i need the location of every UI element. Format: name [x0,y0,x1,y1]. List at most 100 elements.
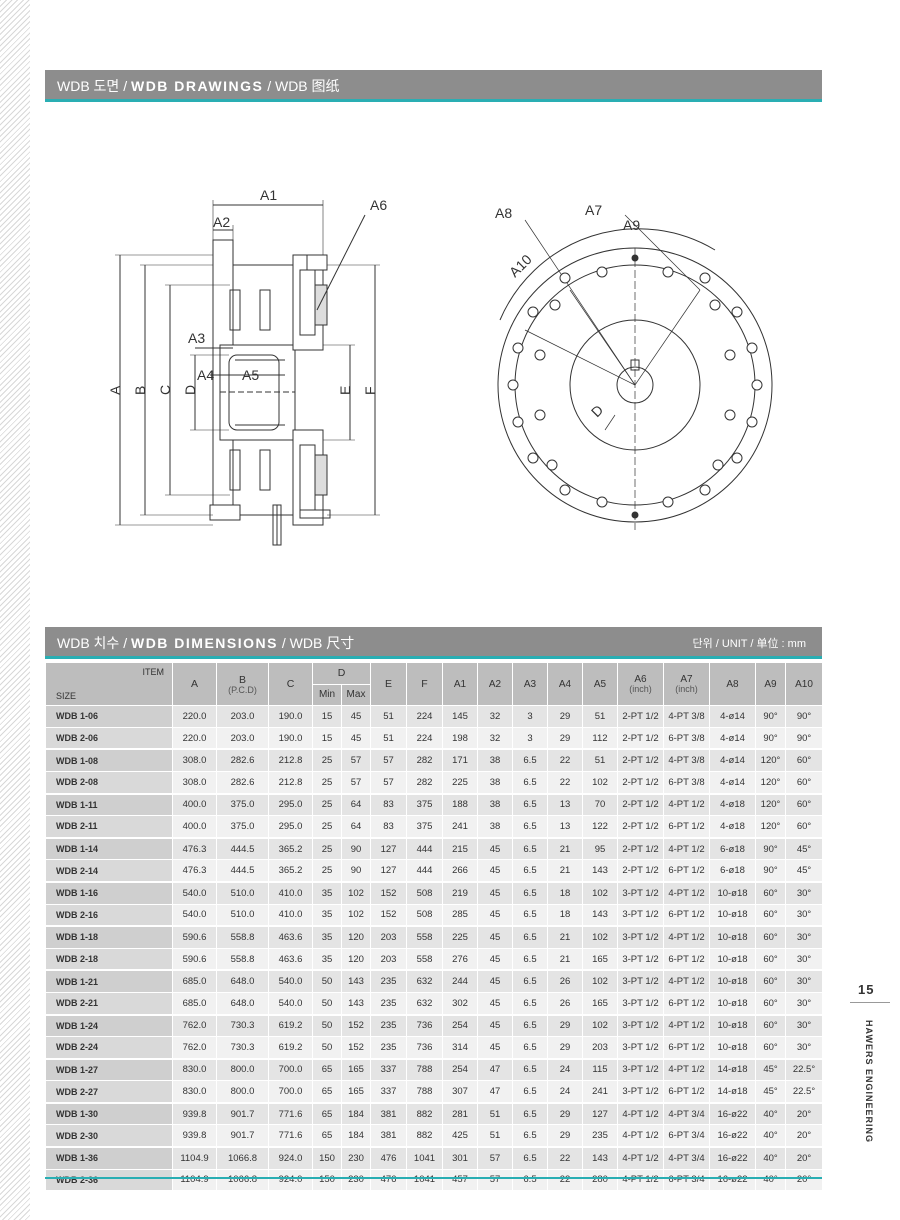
table-cell: 3 [512,726,548,750]
table-cell: 50 [312,1036,342,1060]
table-cell: 3-PT 1/2 [617,947,664,971]
table-cell: 6.5 [512,991,548,1016]
table-cell: 444 [406,859,443,883]
table-cell: 4-PT 1/2 [617,1146,664,1170]
table-cell: 83 [370,815,407,839]
table-cell: 282.6 [216,748,269,772]
table-cell: 10-ø18 [709,947,756,971]
drawings-section-header: WDB 도면 / WDB DRAWINGS / WDB 图纸 [45,70,822,102]
table-cell: 45 [341,726,371,750]
header-c: C [268,661,313,707]
table-cell: 6-PT 1/2 [663,1036,710,1060]
table-cell: 16-ø22 [709,1146,756,1170]
table-cell: 540.0 [268,969,313,993]
table-cell: 60° [755,969,786,993]
label-f: F [362,386,378,395]
header-a7-sub: (inch) [675,684,698,695]
table-cell: 4-ø14 [709,726,756,750]
table-cell: 152 [341,1036,371,1060]
table-cell: 3-PT 1/2 [617,903,664,927]
table-cell: 20° [785,1168,823,1192]
table-cell: 6.5 [512,1146,548,1170]
table-cell: 57 [370,770,407,795]
table-cell: 10-ø18 [709,991,756,1016]
table-cell: 60° [785,748,823,772]
table-cell: 21 [547,925,583,949]
header-b: B(P.C.D) [216,661,269,707]
table-cell: 924.0 [268,1146,313,1170]
table-cell: 6-PT 1/2 [663,903,710,927]
table-cell: 22 [547,748,583,772]
table-cell: 40° [755,1124,786,1148]
table-cell-size: WDB 2-06 [45,726,173,750]
table-cell: 4-ø18 [709,815,756,839]
table-cell: 2-PT 1/2 [617,859,664,883]
header-a7: A7(inch) [663,661,710,707]
table-cell: 102 [582,880,618,905]
header-d-max: Max [341,683,371,707]
table-cell: 65 [312,1124,342,1148]
table-cell: 6.5 [512,1101,548,1126]
table-cell: 830.0 [172,1080,217,1104]
table-cell: 540.0 [268,991,313,1016]
table-cell: 152 [370,903,407,927]
table-cell-size: WDB 2-11 [45,815,173,839]
table-cell: 540.0 [172,903,217,927]
table-cell: 6-PT 1/2 [663,1080,710,1104]
header-item-size: ITEM SIZE [45,661,173,707]
table-cell: 241 [582,1080,618,1104]
table-cell: 60° [785,792,823,817]
table-cell: 171 [442,748,478,772]
table-cell-size: WDB 2-36 [45,1168,173,1192]
table-cell: 730.3 [216,1013,269,1038]
table-cell-size: WDB 1-11 [45,792,173,817]
label-a: A [107,385,123,395]
table-cell: 558 [406,925,443,949]
table-cell: 165 [341,1057,371,1082]
table-cell: 337 [370,1057,407,1082]
table-cell: 508 [406,880,443,905]
table-cell: 375 [406,815,443,839]
table-cell: 26 [547,991,583,1016]
table-cell: 254 [442,1013,478,1038]
table-cell: 901.7 [216,1124,269,1148]
label-a6: A6 [370,197,387,213]
table-cell: 13 [547,815,583,839]
table-cell: 6-ø18 [709,859,756,883]
table-cell: 20° [785,1146,823,1170]
table-cell: 10-ø18 [709,1013,756,1038]
table-cell: 6-PT 3/8 [663,770,710,795]
table-cell: 190.0 [268,705,313,728]
table-cell: 3-PT 1/2 [617,1057,664,1082]
table-cell: 800.0 [216,1057,269,1082]
table-cell: 219 [442,880,478,905]
table-cell: 444.5 [216,859,269,883]
table-cell-size: WDB 1-36 [45,1146,173,1170]
table-cell: 295.0 [268,792,313,817]
table-cell: 50 [312,1013,342,1038]
table-cell: 4-PT 1/2 [663,836,710,861]
table-cell: 60° [755,1036,786,1060]
table-cell: 30° [785,991,823,1016]
table-cell: 45° [785,836,823,861]
table-cell: 190.0 [268,726,313,750]
table-cell: 22 [547,1168,583,1192]
table-cell: 150 [312,1146,342,1170]
table-cell: 235 [582,1124,618,1148]
table-cell: 32 [477,705,513,728]
table-cell: 281 [442,1101,478,1126]
table-cell: 20° [785,1101,823,1126]
table-cell-size: WDB 2-14 [45,859,173,883]
dimensions-title-suffix: / WDB 尺寸 [277,635,355,651]
table-cell: 619.2 [268,1013,313,1038]
table-cell: 212.8 [268,748,313,772]
table-cell: 3-PT 1/2 [617,969,664,993]
table-cell: 510.0 [216,880,269,905]
label-a3: A3 [188,330,205,346]
table-cell-size: WDB 1-16 [45,880,173,905]
table-cell: 508 [406,903,443,927]
table-cell: 120° [755,815,786,839]
table-cell: 2-PT 1/2 [617,792,664,817]
